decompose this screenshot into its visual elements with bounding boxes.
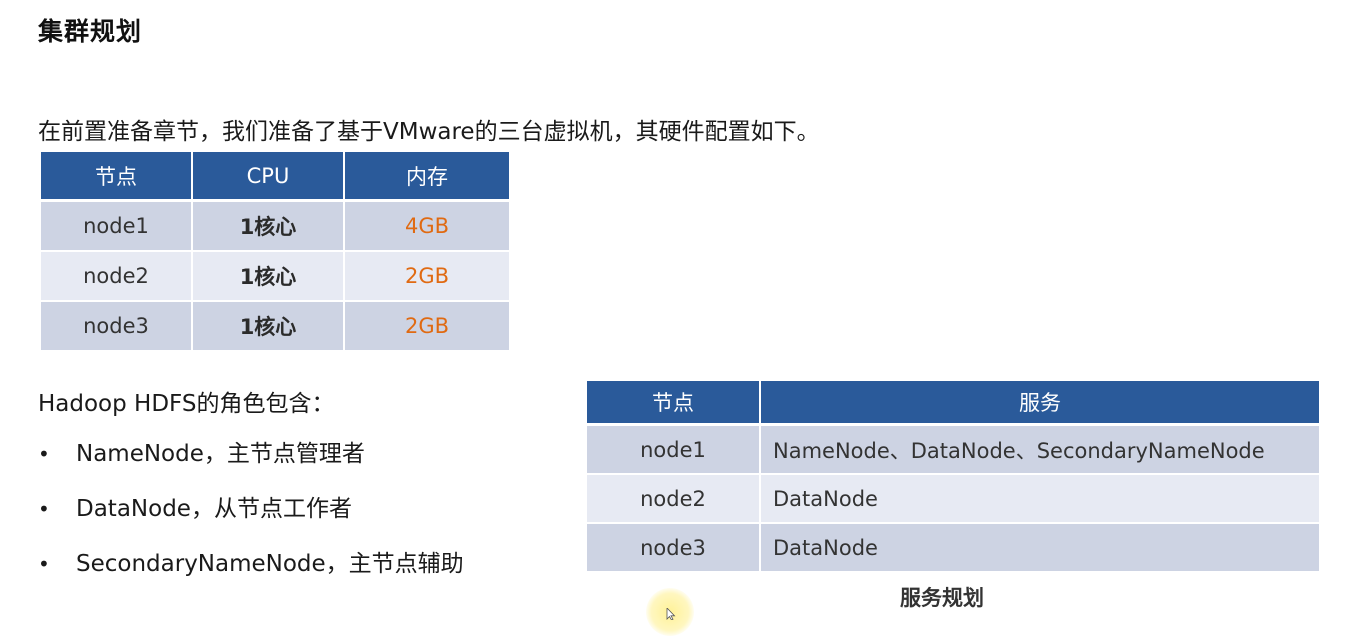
hardware-header-memory: 内存 bbox=[344, 152, 509, 202]
hardware-cell-memory: 2GB bbox=[344, 301, 509, 352]
role-text: DataNode，从节点工作者 bbox=[76, 496, 352, 522]
roles-list: • NameNode，主节点管理者 • DataNode，从节点工作者 • Se… bbox=[38, 436, 464, 601]
service-cell-node: node2 bbox=[587, 474, 761, 524]
service-header-services: 服务 bbox=[760, 381, 1319, 426]
service-cell-node: node3 bbox=[587, 523, 761, 573]
mouse-cursor-icon bbox=[666, 608, 676, 620]
table-row: node1 1核心 4GB bbox=[41, 200, 509, 252]
hardware-header-cpu: CPU bbox=[192, 152, 345, 202]
hardware-table-header-row: 节点 CPU 内存 bbox=[41, 152, 509, 202]
table-row: node3 1核心 2GB bbox=[41, 301, 509, 352]
hardware-cell-cpu: 1核心 bbox=[192, 301, 345, 352]
role-text: SecondaryNameNode，主节点辅助 bbox=[76, 551, 464, 577]
table-row: node3 DataNode bbox=[587, 523, 1319, 573]
hardware-cell-memory: 2GB bbox=[344, 251, 509, 302]
service-cell-services: DataNode bbox=[760, 474, 1319, 524]
hardware-cell-memory: 4GB bbox=[344, 200, 509, 252]
service-cell-node: node1 bbox=[587, 424, 761, 475]
list-item: • NameNode，主节点管理者 bbox=[38, 436, 464, 491]
bullet-icon: • bbox=[38, 552, 50, 576]
list-item: • DataNode，从节点工作者 bbox=[38, 491, 464, 546]
service-cell-services: NameNode、DataNode、SecondaryNameNode bbox=[760, 424, 1319, 475]
service-cell-services: DataNode bbox=[760, 523, 1319, 573]
service-table-header-row: 节点 服务 bbox=[587, 381, 1319, 426]
service-table-caption: 服务规划 bbox=[900, 586, 984, 610]
hardware-cell-cpu: 1核心 bbox=[192, 251, 345, 302]
hardware-cell-node: node2 bbox=[41, 251, 193, 302]
bullet-icon: • bbox=[38, 497, 50, 521]
hardware-header-node: 节点 bbox=[41, 152, 193, 202]
table-row: node1 NameNode、DataNode、SecondaryNameNod… bbox=[587, 424, 1319, 475]
list-item: • SecondaryNameNode，主节点辅助 bbox=[38, 546, 464, 601]
service-header-node: 节点 bbox=[587, 381, 761, 426]
table-row: node2 1核心 2GB bbox=[41, 251, 509, 302]
bullet-icon: • bbox=[38, 442, 50, 466]
service-table: 节点 服务 node1 NameNode、DataNode、SecondaryN… bbox=[587, 381, 1319, 573]
hardware-table: 节点 CPU 内存 node1 1核心 4GB node2 1核心 2GB no… bbox=[41, 152, 509, 352]
table-row: node2 DataNode bbox=[587, 474, 1319, 524]
hardware-cell-cpu: 1核心 bbox=[192, 200, 345, 252]
hardware-cell-node: node1 bbox=[41, 200, 193, 252]
hardware-cell-node: node3 bbox=[41, 301, 193, 352]
role-text: NameNode，主节点管理者 bbox=[76, 441, 365, 467]
intro-text: 在前置准备章节，我们准备了基于VMware的三台虚拟机，其硬件配置如下。 bbox=[38, 119, 820, 145]
roles-heading: Hadoop HDFS的角色包含： bbox=[38, 391, 335, 417]
page-title: 集群规划 bbox=[38, 17, 143, 46]
